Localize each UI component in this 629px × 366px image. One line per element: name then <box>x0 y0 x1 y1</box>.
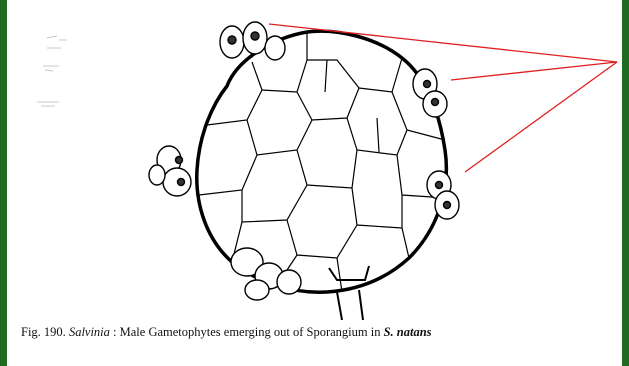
figure-caption: Fig. 190. Salvinia : Male Gametophytes e… <box>21 325 621 340</box>
caption-prefix: Fig. 190. <box>21 325 69 339</box>
scanned-page: Fig. 190. Salvinia : Male Gametophytes e… <box>7 0 622 366</box>
gametophyte-left <box>149 146 191 196</box>
gametophyte-top <box>220 22 285 60</box>
sporangium-illustration <box>7 0 622 320</box>
caption-middle: : Male Gametophytes emerging out of Spor… <box>110 325 384 339</box>
faint-bleed-marks <box>37 36 67 106</box>
caption-genus: Salvinia <box>69 325 110 339</box>
pointer-line-middle <box>451 62 617 80</box>
pointer-line-bottom <box>465 62 617 172</box>
caption-species: S. natans <box>384 325 432 339</box>
